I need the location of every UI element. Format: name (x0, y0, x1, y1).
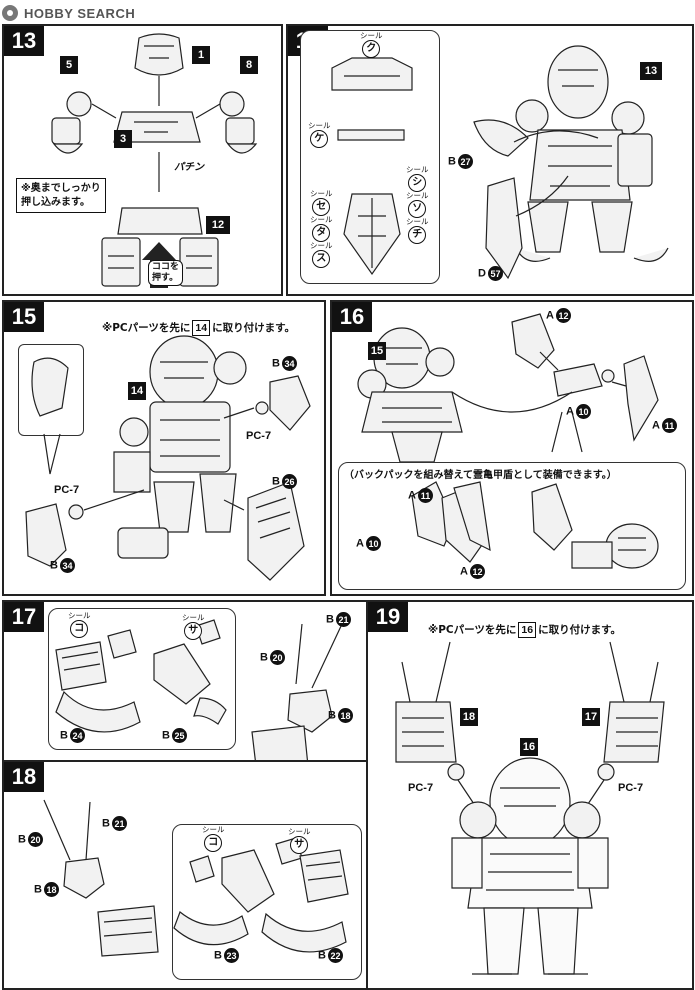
part-14-label: 14 (128, 382, 146, 400)
push-here-note: ココを押す。 (148, 260, 184, 286)
seal-shi: シールシ (406, 165, 429, 193)
seal-su: シールス (310, 241, 333, 269)
shield-subpanel (338, 462, 686, 590)
part-16-label: 16 (520, 738, 538, 756)
seal-ko: シールコ (202, 825, 225, 853)
backpack-shield-note: （バックパックを組み替えて霊亀甲盾として装備できます。） (344, 470, 617, 481)
seal-ke: シールケ (308, 121, 331, 149)
step-13-panel: 13 1 5 8 3 12 パチン ※奥までしっかり押し込みます。 ココを押す。 (2, 24, 283, 296)
seal-ta: シールタ (310, 215, 333, 243)
part-1-label: 1 (192, 46, 210, 64)
step-16-illustration (357, 313, 659, 569)
step-number: 18 (4, 762, 44, 792)
step-15-illustration (25, 335, 311, 581)
step-number: 16 (332, 302, 372, 332)
snap-sound-effect: パチン (174, 162, 204, 173)
part-3-label: 3 (114, 130, 132, 148)
part-15-label: 15 (368, 342, 386, 360)
watermark-text: HOBBY SEARCH (24, 5, 136, 21)
part-5-label: 5 (60, 56, 78, 74)
step-number: 17 (4, 602, 44, 632)
part-13-label: 13 (640, 62, 662, 80)
seal-chi: シールチ (406, 217, 429, 245)
pc7-right-label: PC-7 (246, 430, 272, 442)
seal-sa: シールサ (182, 613, 205, 641)
part-12-label: 12 (206, 216, 230, 234)
step-number: 13 (4, 26, 44, 56)
tip-note: ※奥までしっかり押し込みます。 (16, 178, 106, 213)
part-17-label: 17 (582, 708, 600, 726)
watermark: HOBBY SEARCH (0, 0, 695, 26)
step-18-illustration (43, 799, 349, 957)
part-8-label: 8 (240, 56, 258, 74)
seal-se: シールセ (310, 189, 333, 217)
step-number: 19 (368, 602, 408, 632)
seal-sa: シールサ (288, 827, 311, 855)
hobby-search-logo-icon (2, 5, 18, 21)
pc7-right-label: PC-7 (618, 782, 644, 794)
seal-so: シールソ (406, 191, 429, 219)
part-18-label: 18 (460, 708, 478, 726)
step-14-illustration (331, 45, 669, 280)
seal-ku: シールク (360, 31, 383, 59)
step-17-illustration (55, 619, 343, 762)
step-number: 15 (4, 302, 44, 332)
pc7-left-label: PC-7 (54, 484, 80, 496)
seal-ko: シールコ (68, 611, 91, 639)
step-19-illustration (395, 641, 665, 975)
pc7-left-label: PC-7 (408, 782, 434, 794)
